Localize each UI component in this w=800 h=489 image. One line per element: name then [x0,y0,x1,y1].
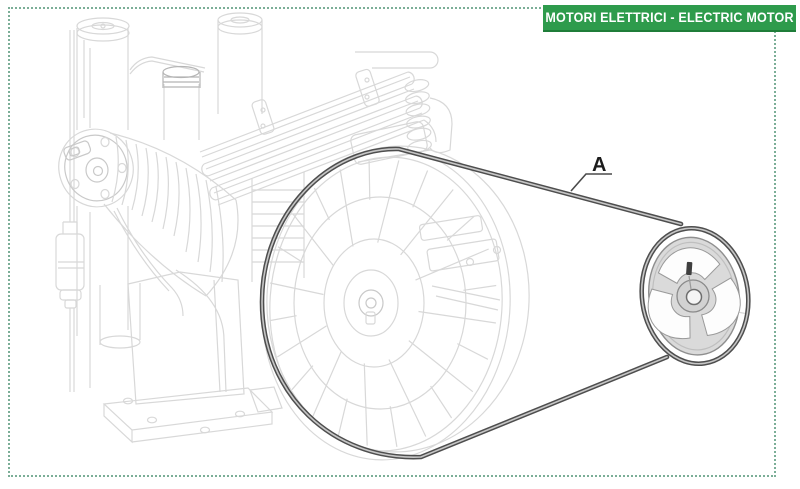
drive-belt [259,146,684,460]
callout-a: A [570,154,612,192]
motor [58,128,239,297]
callout-a-label: A [592,154,606,176]
compressor-line-art [55,12,749,444]
fan-flywheel [261,145,530,461]
category-banner: MOTORI ELETTRICI - ELECTRIC MOTOR [543,5,796,32]
motor-pulley [639,225,751,367]
dashed-border-frame [8,7,776,477]
category-banner-label: MOTORI ELETTRICI - ELECTRIC MOTOR [545,10,794,25]
pulley-keyway [686,261,693,290]
callout-leader-line [570,173,612,192]
